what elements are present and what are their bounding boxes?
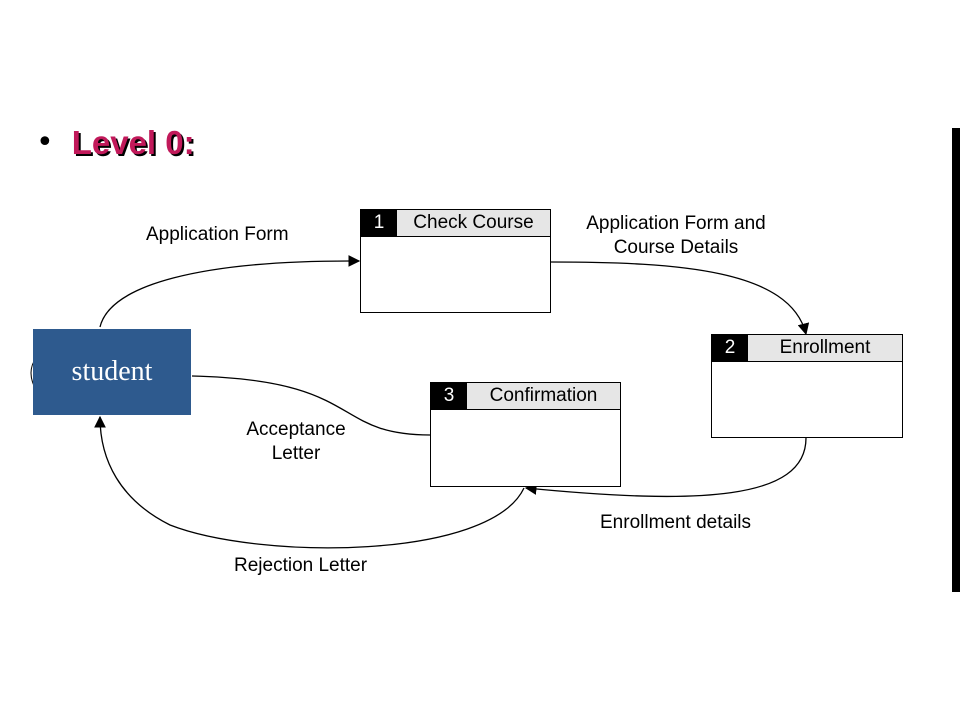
process-confirmation: 3 Confirmation — [430, 382, 621, 487]
label-enrollment-details: Enrollment details — [600, 512, 752, 533]
process-title: Check Course — [397, 210, 550, 236]
label-line: Acceptance — [246, 419, 346, 440]
label-application-form: Application Form — [146, 224, 289, 245]
process-check-course: 1 Check Course — [360, 209, 551, 313]
arrow-acceptance-letter — [191, 375, 431, 436]
label-rejection-letter: Rejection Letter — [234, 555, 368, 576]
arrow-application-form — [99, 255, 361, 328]
bullet-dot: • — [36, 125, 54, 160]
arrow-application-form-course-details — [550, 261, 810, 336]
label-acceptance-letter: Acceptance Letter — [236, 418, 356, 466]
process-number: 2 — [712, 335, 748, 361]
label-line: Letter — [271, 443, 321, 464]
process-enrollment: 2 Enrollment — [711, 334, 903, 438]
entity-label: student — [71, 356, 153, 387]
arrow-enrollment-details — [524, 437, 807, 498]
right-edge-bar — [952, 128, 960, 592]
process-title: Confirmation — [467, 383, 620, 409]
label-line: Course Details — [613, 237, 739, 258]
slide-heading: Level 0: — [71, 124, 195, 161]
label-line: Application Form and — [586, 213, 766, 234]
slide-heading-line: • Level 0: — [36, 124, 195, 162]
label-application-form-course-details: Application Form and Course Details — [570, 212, 782, 260]
arrow-rejection-letter — [94, 415, 525, 549]
external-entity-student: student — [33, 329, 191, 415]
process-number: 3 — [431, 383, 467, 409]
process-title: Enrollment — [748, 335, 902, 361]
process-number: 1 — [361, 210, 397, 236]
